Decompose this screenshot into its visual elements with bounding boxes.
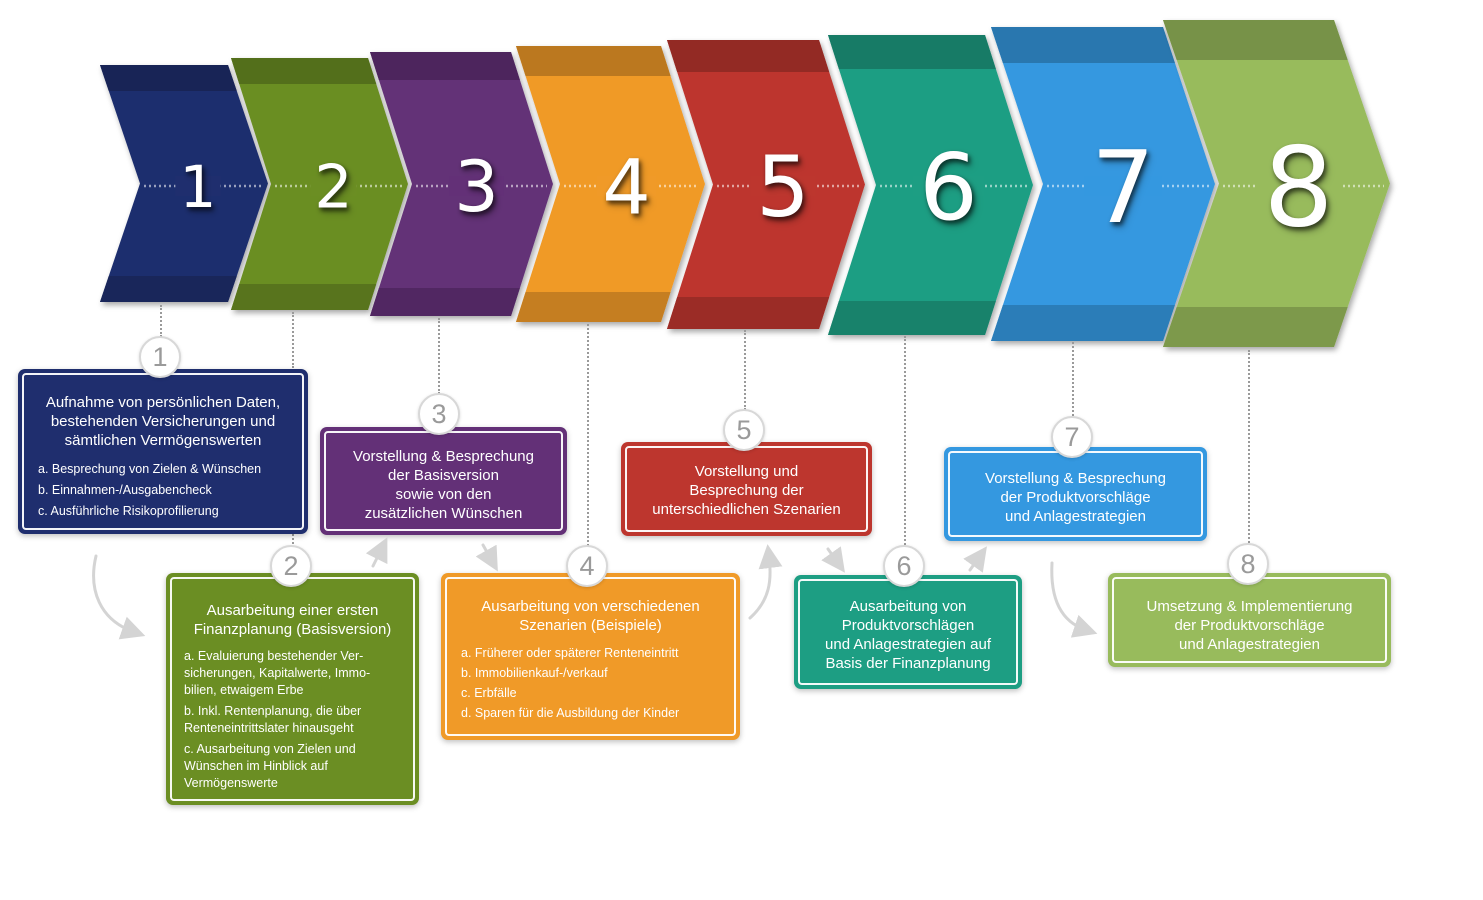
step-item: a. Früherer oder späterer Renteneintritt [461, 646, 679, 660]
step-title-5: Vorstellung und Besprechung der untersch… [652, 463, 841, 518]
step-title-3: Vorstellung & Besprechung der Basisversi… [353, 448, 534, 522]
chevron-step-7: 7 [991, 27, 1215, 341]
chevron-top-band [231, 58, 377, 84]
connector-line-2a [292, 312, 294, 368]
step-list-2: a. Evaluierung bestehender Ver- sicherun… [182, 648, 403, 792]
connector-line-5 [744, 330, 746, 410]
step-item: a. Besprechung von Zielen & Wünschen [38, 462, 262, 476]
chevron-bottom-band [100, 276, 237, 302]
chevron-top-band [991, 27, 1175, 63]
chevron-top-band [370, 52, 520, 80]
step-list-4: a. Früherer oder späterer Renteneintritt… [457, 645, 724, 721]
curved-arrow-icon [1050, 561, 1098, 638]
chevron-bottom-band [516, 292, 671, 322]
step-circle-2: 2 [270, 545, 312, 587]
chevron-top-band [1163, 20, 1348, 60]
chevron-number: 3 [454, 146, 499, 228]
step-item: c. Ausarbeitung von Zielen und Wünschen … [184, 742, 356, 790]
connector-line-6 [904, 336, 906, 548]
step-box-1: Aufnahme von persönlichen Daten, bestehe… [18, 369, 308, 534]
step-title-1: Aufnahme von persönlichen Daten, bestehe… [45, 394, 281, 449]
small-arrow-icon [365, 537, 388, 568]
curved-arrow-icon [92, 554, 146, 640]
chevron-bottom-band [991, 305, 1175, 341]
chevron-bottom-band [231, 284, 377, 310]
step-box-2: Ausarbeitung einer ersten Finanzplanung … [166, 573, 419, 805]
chevron-step-4: 4 [516, 46, 705, 322]
step-item: c. Erbfälle [461, 686, 517, 700]
step-circle-5: 5 [723, 409, 765, 451]
step-box-6: Ausarbeitung von Produktvorschlägen und … [794, 575, 1022, 689]
small-arrow-icon [475, 543, 498, 572]
step-title-6: Ausarbeitung von Produktvorschlägen und … [825, 598, 991, 672]
curved-arrow-icon [748, 544, 783, 620]
chevron-top-band [667, 40, 830, 72]
chevron-top-band [828, 35, 996, 69]
step-item: b. Einnahmen-/Ausgabencheck [38, 483, 212, 497]
small-arrow-icon [821, 546, 845, 573]
step-title-8: Umsetzung & Implementierung der Produktv… [1146, 598, 1353, 653]
chevron-number: 2 [314, 153, 352, 223]
step-circle-3: 3 [418, 393, 460, 435]
chevron-step-5: 5 [667, 40, 865, 329]
step-circle-4: 4 [566, 545, 608, 587]
chevron-top-band [100, 65, 237, 91]
connector-line-2b [292, 534, 294, 548]
chevron-bottom-band [667, 297, 830, 329]
step-item: b. Inkl. Rentenplanung, die über Rentene… [184, 704, 362, 735]
chevron-step-2: 2 [231, 58, 408, 310]
step-item: b. Immobilienkauf-/verkauf [461, 666, 608, 680]
connector-line-3 [438, 318, 440, 394]
chevron-step-6: 6 [828, 35, 1033, 335]
connector-line-1 [160, 305, 162, 337]
connector-line-4 [587, 324, 589, 546]
small-arrow-icon [963, 546, 987, 573]
chevron-number: 6 [919, 134, 978, 241]
chevron-step-8: 8 [1163, 20, 1390, 347]
chevron-number: 8 [1264, 124, 1334, 252]
chevron-bottom-band [828, 301, 996, 335]
chevron-number: 4 [602, 142, 650, 231]
step-title-2: Ausarbeitung einer ersten Finanzplanung … [193, 602, 392, 638]
step-item: d. Sparen für die Ausbildung der Kinder [461, 706, 680, 720]
connector-line-7 [1072, 342, 1074, 416]
chevron-number: 7 [1091, 129, 1155, 246]
step-circle-7: 7 [1051, 416, 1093, 458]
chevron-number: 1 [180, 153, 217, 221]
step-box-4: Ausarbeitung von verschiedenen Szenarien… [441, 573, 740, 740]
chevron-top-band [516, 46, 671, 76]
step-box-3: Vorstellung & Besprechung der Basisversi… [320, 427, 567, 535]
chevron-bottom-band [1163, 307, 1348, 347]
step-title-7: Vorstellung & Besprechung der Produktvor… [985, 470, 1166, 525]
connector-line-8 [1248, 350, 1250, 546]
chevron-bottom-band [370, 288, 520, 316]
step-circle-1: 1 [139, 336, 181, 378]
step-box-8: Umsetzung & Implementierung der Produktv… [1108, 573, 1391, 667]
step-circle-8: 8 [1227, 543, 1269, 585]
step-circle-6: 6 [883, 545, 925, 587]
chevron-step-3: 3 [370, 52, 553, 316]
chevron-number: 5 [756, 138, 809, 236]
step-item: a. Evaluierung bestehender Ver- sicherun… [184, 649, 371, 697]
step-item: c. Ausführliche Risikoprofilierung [38, 504, 219, 518]
step-title-4: Ausarbeitung von verschiedenen Szenarien… [481, 598, 700, 634]
chevron-step-1: 1 [100, 65, 268, 302]
step-list-1: a. Besprechung von Zielen & Wünschen b. … [34, 461, 292, 520]
